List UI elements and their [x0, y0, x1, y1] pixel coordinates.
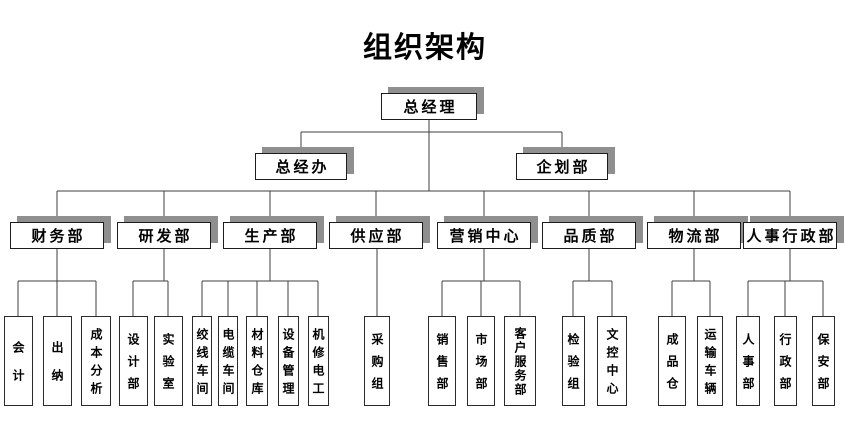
- node-document-control-center: 文控中心: [597, 316, 627, 406]
- node-label: 品质部: [563, 229, 618, 245]
- node-label: 出纳: [50, 341, 64, 397]
- node-label: 研发部: [138, 229, 193, 245]
- node-label: 市场部: [474, 333, 488, 399]
- node-rd-dept: 研发部: [117, 222, 211, 249]
- node-label: 总经办: [275, 160, 330, 176]
- node-stranding-workshop: 绞线车间: [192, 316, 212, 406]
- node-accounting: 会计: [3, 316, 33, 406]
- node-label: 供应部: [350, 229, 405, 245]
- node-label: 生产部: [244, 229, 299, 245]
- node-label: 设备管理: [281, 328, 295, 400]
- node-label: 文控中心: [605, 328, 619, 400]
- node-design-dept: 设计部: [118, 316, 148, 406]
- node-label: 销售部: [435, 333, 449, 399]
- node-label: 企划部: [536, 160, 591, 176]
- node-label: 行政部: [778, 333, 792, 399]
- node-material-warehouse: 材料仓库: [246, 316, 268, 406]
- node-label: 机修电工: [311, 328, 325, 400]
- node-cashier: 出纳: [42, 316, 72, 406]
- node-sales-dept: 销售部: [428, 316, 456, 406]
- node-hr-admin-dept: 人事行政部: [743, 222, 837, 249]
- node-market-dept: 市场部: [467, 316, 495, 406]
- node-gm-office: 总经办: [255, 153, 347, 180]
- node-label: 人事行政部: [746, 229, 837, 245]
- node-quality-dept: 品质部: [542, 222, 636, 249]
- node-label: 材料仓库: [250, 328, 264, 400]
- node-label: 电缆车间: [221, 328, 235, 400]
- node-machine-repair-electrician: 机修电工: [307, 316, 329, 406]
- node-label: 物流部: [668, 229, 723, 245]
- node-label: 财务部: [31, 229, 86, 245]
- node-label: 保安部: [816, 333, 830, 399]
- node-purchasing-group: 采购组: [364, 316, 390, 406]
- node-label: 运输车辆: [703, 328, 717, 400]
- node-hr-dept: 人事部: [736, 316, 760, 406]
- node-label: 实验室: [161, 333, 175, 399]
- node-finance-dept: 财务部: [10, 222, 104, 249]
- node-label: 客户服务部: [513, 327, 527, 397]
- node-customer-service-dept: 客户服务部: [504, 316, 536, 406]
- node-label: 总经理: [403, 100, 458, 116]
- node-security-dept: 保安部: [811, 316, 835, 406]
- node-label: 设计部: [126, 333, 140, 399]
- node-planning-dept: 企划部: [516, 153, 608, 180]
- node-cost-analysis: 成本分析: [81, 316, 111, 406]
- node-transport-vehicles: 运输车辆: [697, 316, 723, 406]
- node-laboratory: 实验室: [153, 316, 183, 406]
- node-marketing-center: 营销中心: [437, 222, 531, 249]
- chart-title: 组织架构: [362, 32, 487, 64]
- node-general-manager: 总经理: [381, 93, 477, 120]
- node-label: 会计: [11, 341, 25, 397]
- node-label: 成本分析: [89, 328, 103, 400]
- node-production-dept: 生产部: [223, 222, 317, 249]
- node-label: 成品仓: [665, 333, 679, 399]
- node-label: 检验组: [566, 333, 580, 399]
- node-finished-goods-warehouse: 成品仓: [658, 316, 686, 406]
- node-label: 采购组: [370, 333, 384, 399]
- node-label: 人事部: [741, 333, 755, 399]
- node-inspection-group: 检验组: [561, 316, 585, 406]
- node-cable-workshop: 电缆车间: [218, 316, 238, 406]
- node-equipment-management: 设备管理: [277, 316, 299, 406]
- node-label: 绞线车间: [195, 328, 209, 400]
- node-supply-dept: 供应部: [329, 222, 423, 249]
- node-logistics-dept: 物流部: [647, 222, 741, 249]
- node-admin-dept: 行政部: [773, 316, 797, 406]
- node-label: 营销中心: [449, 229, 522, 245]
